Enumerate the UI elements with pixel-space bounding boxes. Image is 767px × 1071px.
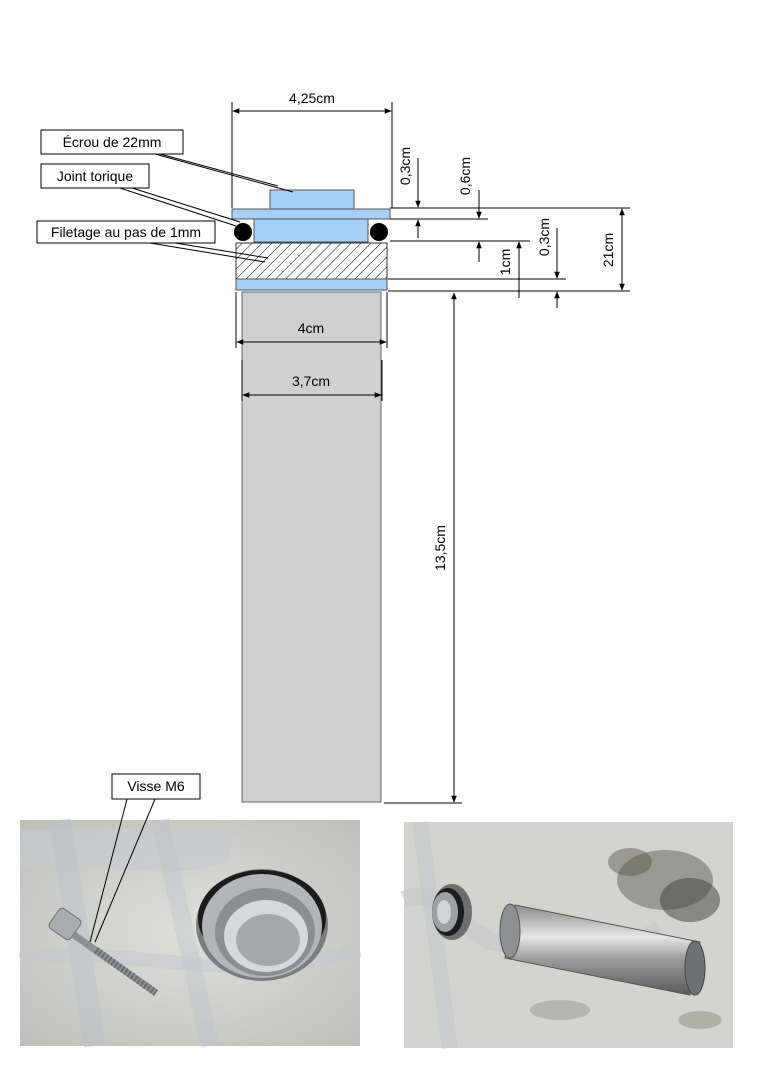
m6-screw xyxy=(48,907,159,996)
cap-piece xyxy=(196,869,328,981)
tube xyxy=(241,291,382,803)
cap-assembly xyxy=(231,189,391,291)
extension-lines xyxy=(231,102,630,804)
callout-oring-text: Joint torique xyxy=(57,168,133,184)
label-bottom-lip: 0,3cm xyxy=(536,218,552,256)
label-nut-height: 0,3cm xyxy=(397,147,413,185)
callout-nut-text: Écrou de 22mm xyxy=(63,134,162,150)
oring-left xyxy=(234,223,252,241)
callout-nut: Écrou de 22mm xyxy=(40,129,294,193)
bottom-lip xyxy=(235,278,388,291)
label-cap-height: 0,6cm xyxy=(457,157,473,195)
dimension-arrows xyxy=(232,108,625,803)
oring-right xyxy=(370,223,388,241)
small-cap xyxy=(432,884,472,940)
cap-flange xyxy=(231,208,391,220)
photo-cap-and-tube xyxy=(400,820,733,1050)
label-thread-height: 1cm xyxy=(497,249,513,275)
label-tube-length: 13,5cm xyxy=(432,525,448,571)
nut-top xyxy=(269,189,355,210)
label-total-height: 21cm xyxy=(600,233,616,267)
callout-thread-text: Filetage au pas de 1mm xyxy=(51,224,201,240)
photo-screw-and-cap: Visse M6 xyxy=(18,773,362,1048)
callout-screw-text: Visse M6 xyxy=(127,778,185,794)
callout-thread: Filetage au pas de 1mm xyxy=(36,220,269,263)
cap-body xyxy=(253,218,369,243)
label-outer-diameter: 4cm xyxy=(298,320,324,336)
grease-stains xyxy=(530,848,722,1029)
label-top-width: 4,25cm xyxy=(289,90,335,106)
label-inner-diameter: 3,7cm xyxy=(292,373,330,389)
steel-tube xyxy=(499,903,706,996)
callout-oring: Joint torique xyxy=(40,163,241,227)
